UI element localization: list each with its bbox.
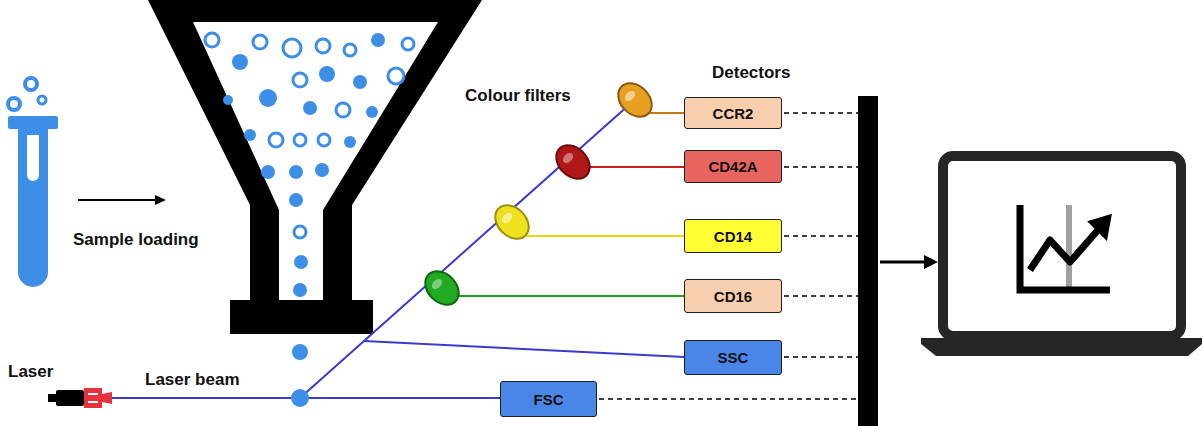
- test-tube: [8, 78, 58, 287]
- signal-lines: [599, 113, 858, 399]
- filter-lines: [442, 113, 684, 296]
- detector-box: CCR2: [684, 97, 782, 129]
- detector-box: CD14: [684, 219, 782, 253]
- cells: [205, 33, 414, 360]
- detector-label: SSC: [718, 349, 749, 366]
- cell: [291, 389, 309, 407]
- colour-filters: [419, 77, 659, 312]
- detector-label: CD14: [714, 228, 752, 245]
- output-arrow: [880, 255, 938, 269]
- annotation-label: Detectors: [712, 63, 790, 83]
- detector-box: CD42A: [684, 150, 782, 183]
- annotation-label: Laser: [8, 362, 53, 382]
- detector-box: CD16: [684, 279, 782, 313]
- laser: [48, 388, 112, 408]
- detector-box: FSC: [500, 381, 597, 417]
- detector-label: CCR2: [713, 105, 754, 122]
- annotation-label: Colour filters: [465, 86, 571, 106]
- detector-label: CD42A: [708, 158, 757, 175]
- detector-box: SSC: [684, 340, 782, 375]
- annotation-label: Sample loading: [73, 230, 199, 250]
- laptop: [921, 156, 1202, 356]
- loading-arrow: [78, 195, 166, 205]
- annotation-label: Laser beam: [145, 370, 240, 390]
- detector-label: CD16: [714, 288, 752, 305]
- funnel: [148, 0, 482, 334]
- collector-bar: [858, 96, 878, 426]
- detector-label: FSC: [534, 391, 564, 408]
- laser-beam: [112, 104, 684, 398]
